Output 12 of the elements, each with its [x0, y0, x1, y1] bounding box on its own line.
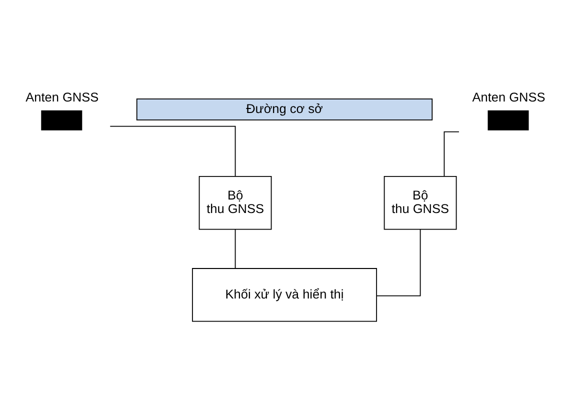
- node-box: Khối xử lý và hiển thị: [192, 268, 377, 322]
- node-label: Anten GNSS: [26, 89, 99, 104]
- node-box: [41, 110, 82, 130]
- connector: [444, 131, 460, 177]
- node-box: [488, 110, 529, 130]
- node-label: Anten GNSS: [472, 89, 546, 104]
- connector: [376, 229, 421, 296]
- node-box: Bộ thu GNSS: [384, 176, 457, 230]
- connector: [110, 126, 236, 177]
- node-box: Đường cơ sở: [136, 98, 433, 120]
- node-box: Bộ thu GNSS: [198, 176, 272, 230]
- connector: [234, 229, 236, 269]
